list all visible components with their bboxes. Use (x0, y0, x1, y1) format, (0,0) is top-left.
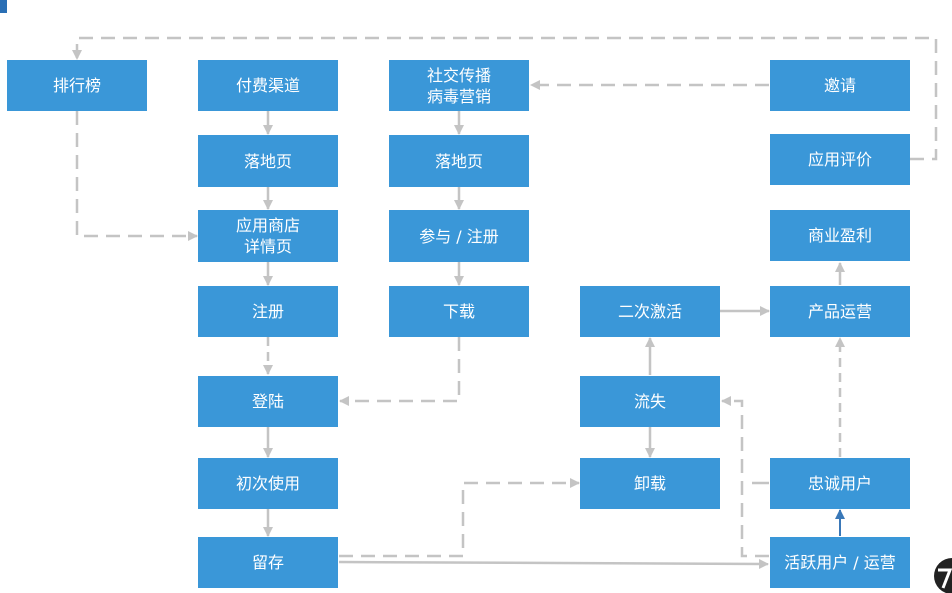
node-label: 落地页 (243, 151, 292, 171)
node-ranking: 排行榜 (7, 60, 147, 111)
node-app-store-detail: 应用商店 详情页 (198, 210, 338, 262)
node-label: 注册 (251, 302, 284, 321)
node-app-review: 应用评价 (770, 134, 910, 185)
node-label: 卸载 (633, 474, 666, 493)
node-join-register: 参与 / 注册 (389, 210, 529, 262)
node-label: 社交传播 病毒营销 (426, 65, 491, 106)
node-label: 留存 (251, 553, 284, 572)
node-reactivation: 二次激活 (580, 286, 720, 337)
logo-icon (934, 558, 952, 593)
arrow-active-to-churn (721, 396, 769, 558)
arrow-review-to-ranking (72, 36, 938, 161)
node-login: 登陆 (198, 376, 338, 427)
arrow-download-to-login (339, 337, 461, 406)
node-label: 商业盈利 (807, 226, 872, 245)
node-active-users-ops: 活跃用户 / 运营 (770, 537, 910, 588)
node-uninstall: 卸载 (580, 458, 720, 509)
node-label: 应用评价 (807, 150, 872, 169)
node-label: 二次激活 (617, 302, 682, 321)
node-label: 落地页 (434, 151, 483, 171)
node-download: 下载 (389, 286, 529, 337)
node-loyal-users: 忠诚用户 (770, 458, 910, 509)
corner-accent (0, 0, 7, 13)
node-paid-channel: 付费渠道 (198, 60, 338, 111)
node-retention: 留存 (198, 537, 338, 588)
node-social-viral: 社交传播 病毒营销 (389, 60, 529, 111)
node-label: 流失 (633, 392, 666, 411)
node-label: 登陆 (251, 392, 284, 411)
node-landing-page-paid: 落地页 (198, 135, 338, 187)
node-label: 付费渠道 (235, 76, 300, 95)
node-first-use: 初次使用 (198, 458, 338, 509)
node-label: 邀请 (823, 76, 856, 95)
node-label: 活跃用户 / 运营 (784, 553, 896, 572)
arrow-retention-to-active (338, 558, 769, 569)
node-label: 初次使用 (235, 474, 300, 493)
node-churn: 流失 (580, 376, 720, 427)
node-label: 参与 / 注册 (419, 226, 499, 246)
node-label: 下载 (442, 302, 475, 321)
node-commercial-profit: 商业盈利 (770, 210, 910, 261)
arrow-ranking-to-store (75, 111, 198, 241)
node-register: 注册 (198, 286, 338, 337)
node-label: 应用商店 详情页 (235, 216, 300, 256)
node-invite: 邀请 (770, 60, 910, 111)
node-product-operation: 产品运营 (770, 286, 910, 337)
node-label: 排行榜 (52, 76, 101, 95)
node-label: 忠诚用户 (807, 474, 872, 493)
node-landing-page-social: 落地页 (389, 135, 529, 187)
arrow-retention-to-uninstall (339, 478, 580, 558)
node-label: 产品运营 (807, 302, 872, 321)
